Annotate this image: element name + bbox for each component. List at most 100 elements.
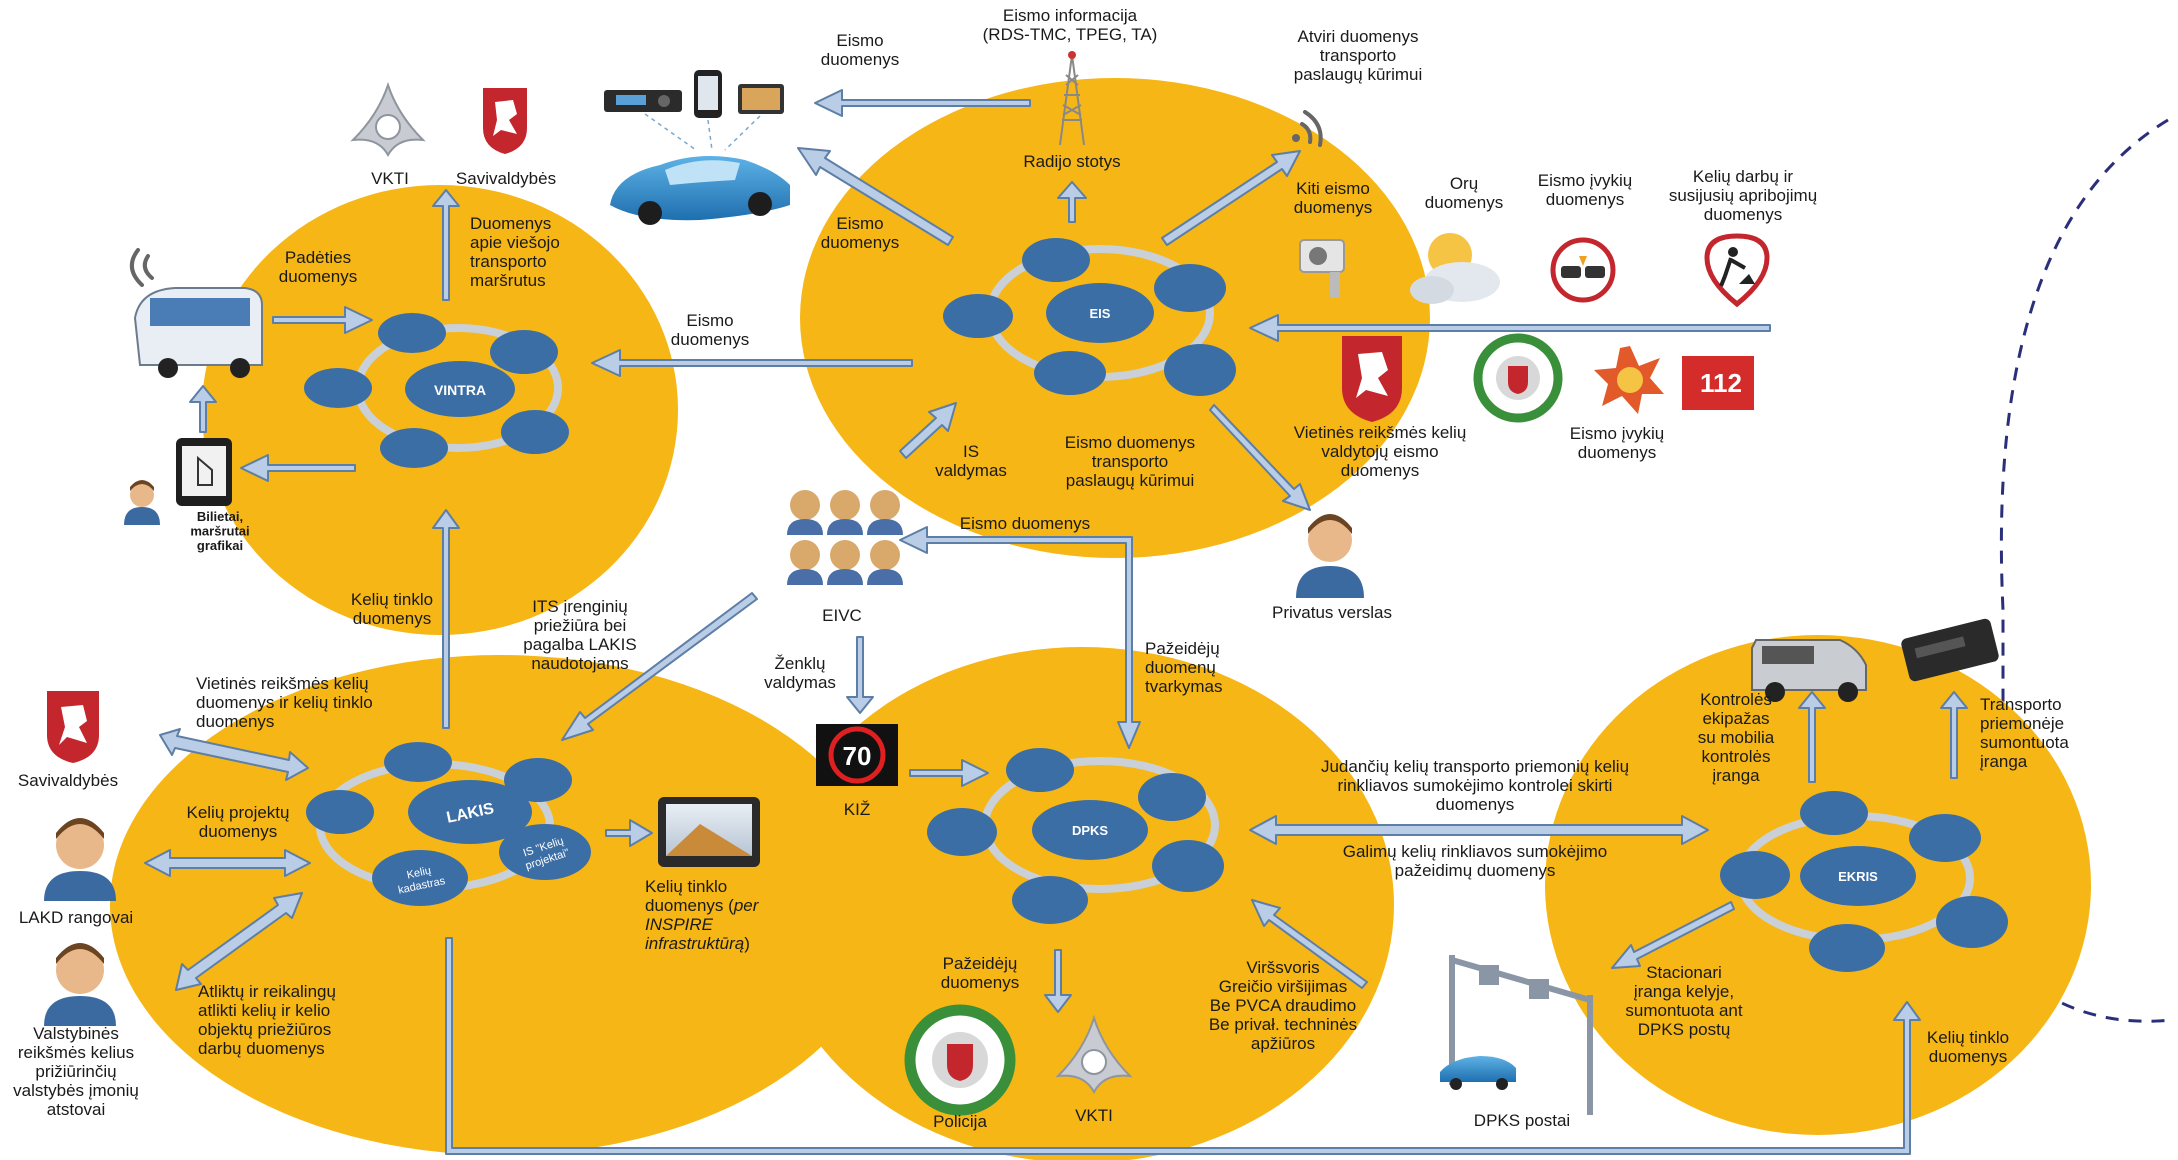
ekris-satellite-2: [1909, 814, 1981, 862]
eis-label: EIS: [1090, 306, 1111, 321]
arrow-zenklu-valdymas: [846, 636, 874, 714]
operators-icon: [787, 490, 903, 585]
label-privatus-verslas: Privatus verslas: [1272, 603, 1392, 622]
circle-lakis: [110, 655, 890, 1155]
arrow-eis-to-car: [797, 147, 954, 246]
arrow-lakis-to-inspire: [605, 819, 653, 847]
arrow-dpks-ekris: [1249, 815, 1709, 845]
eis-satellite-3: [943, 294, 1013, 338]
eis-satellite-1: [1022, 238, 1090, 282]
vintra-satellite-4: [501, 410, 569, 454]
eis-satellite-2: [1154, 264, 1226, 312]
bus-wifi-icon: [130, 248, 154, 287]
vintra-satellite-3: [304, 368, 372, 408]
ekris-center: [1800, 846, 1916, 906]
arrow-posts-to-dpks: [1251, 899, 1368, 989]
navigator-icon: [738, 84, 784, 114]
person-icon: [124, 480, 160, 525]
arrow-vintra-to-vkti: [432, 189, 460, 301]
ekris-satellite-1: [1800, 791, 1868, 835]
dpks-satellite-4: [1152, 840, 1224, 892]
eis-satellite-4: [1164, 344, 1236, 396]
radio-tower-icon: [1059, 51, 1085, 146]
speed-sign-value: 70: [843, 741, 872, 771]
onboard-unit-icon: [1901, 618, 1999, 682]
arrow-eismo-duomenys-eivc: [899, 526, 1141, 749]
label-eismo-duomenys-eivc: Eismo duomenys: [960, 514, 1090, 533]
label-eivc: EIVC: [822, 606, 862, 625]
arrow-sources-to-eis: [1249, 314, 1771, 342]
label-vkti-bottom: VKTI: [1075, 1106, 1113, 1125]
dpks-satellite-3: [927, 808, 997, 856]
device-links: [644, 113, 761, 151]
weather-icon: [1410, 233, 1500, 304]
arrow-ekris-to-obu: [1940, 691, 1968, 779]
arrow-eis-to-vintra: [591, 349, 913, 377]
arrow-tower-to-devices: [814, 89, 1031, 117]
ekris-label: EKRIS: [1838, 869, 1878, 884]
lakis-satellite-3: [306, 790, 374, 834]
dpks-center: [1032, 800, 1148, 860]
label-savivaldybes-left: Savivaldybės: [18, 771, 118, 790]
dpks-satellite-5: [1012, 876, 1088, 924]
vintra-satellite-2: [490, 330, 558, 374]
arrow-lakis-to-ekris-loop: [445, 937, 1921, 1155]
arrow-dpks-to-police: [1044, 949, 1072, 1013]
arrow-kiz-to-dpks: [909, 759, 989, 787]
label-policija: Policija: [933, 1112, 987, 1131]
dpks-cluster: DPKS: [927, 748, 1224, 924]
svg-text:112: 112: [1700, 368, 1742, 398]
fire-rescue-icon: [1594, 346, 1664, 414]
arrow-vintra-to-tablet: [240, 454, 356, 482]
gantry-car-icon: [1440, 1056, 1516, 1090]
lakd-person-icon: [44, 818, 116, 901]
arrow-eis-to-private: [1209, 404, 1311, 511]
label-kiz: KIŽ: [844, 800, 870, 819]
text-layer: Eismo informacija(RDS-TMC, TPEG, TA) Eis…: [13, 6, 2069, 1131]
private-business-person-icon: [1296, 514, 1364, 598]
dpks-label: DPKS: [1072, 823, 1108, 838]
label-savivaldybes-top: Savivaldybės: [456, 169, 556, 188]
arrow-is-valdymas: [899, 402, 957, 459]
radio-device-icon: [604, 90, 682, 112]
arrow-bus-to-vintra: [272, 306, 373, 334]
vintra-cluster: VINTRA: [304, 313, 569, 468]
police-badge-icon-2: [904, 1004, 1016, 1116]
lakis-projektai-node: [499, 824, 591, 880]
arrow-tablet-to-bus: [189, 385, 217, 433]
gps-navigator-icon: [658, 797, 760, 867]
arrow-lakis-to-vintra: [432, 509, 460, 729]
arrow-eis-to-open-data: [1161, 150, 1301, 246]
lakis-kadastras-node: [372, 850, 468, 906]
roadwork-icon: [1704, 233, 1770, 308]
lakis-satellite-1: [384, 742, 452, 782]
boundary-dashed-line: [1999, 118, 2173, 1023]
coat-of-arms-icon-3: [47, 691, 99, 763]
coat-of-arms-icon-2: [1342, 336, 1402, 422]
ekris-satellite-3: [1720, 851, 1790, 899]
arrow-ekris-to-stationary: [1611, 901, 1735, 969]
van-icon: [1751, 639, 1867, 702]
vintra-satellite-5: [380, 428, 448, 468]
arrow-ekris-to-van: [1798, 691, 1826, 783]
coat-of-arms-icon: [483, 88, 527, 154]
police-badge-icon: [1473, 333, 1563, 423]
